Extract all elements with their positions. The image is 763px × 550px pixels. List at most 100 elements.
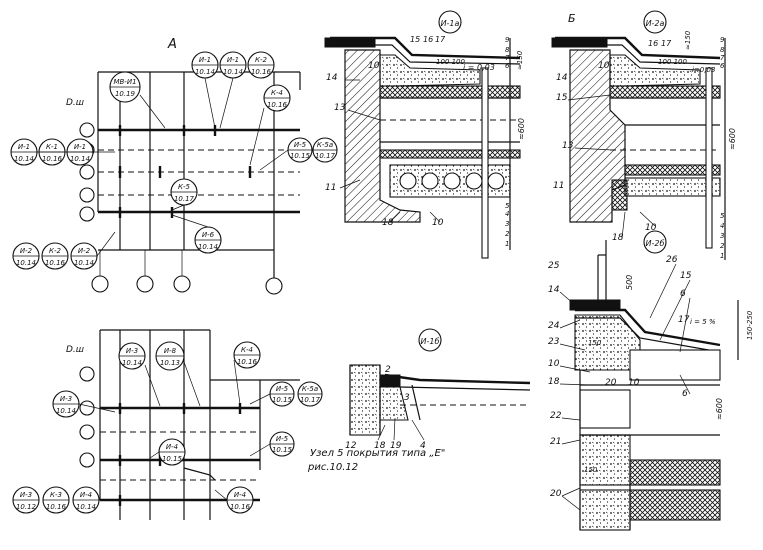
svg-text:10: 10: [645, 223, 657, 233]
svg-text:20: 20: [605, 378, 617, 388]
svg-text:К-2: К-2: [255, 56, 267, 64]
svg-text:9: 9: [720, 36, 725, 44]
svg-text:К-3: К-3: [50, 491, 62, 499]
svg-text:10.14: 10.14: [14, 155, 34, 163]
svg-text:17: 17: [678, 315, 690, 325]
svg-text:3: 3: [505, 220, 509, 228]
svg-text:100 100: 100 100: [436, 58, 465, 66]
svg-text:150: 150: [584, 466, 598, 474]
plan-b-callout-10: К-3 10.16: [42, 486, 70, 514]
svg-text:1: 1: [505, 240, 509, 248]
svg-text:2: 2: [720, 242, 725, 250]
svg-text:11: 11: [325, 183, 336, 193]
svg-text:i = 5 %: i = 5 %: [690, 318, 716, 326]
svg-text:i=0,03: i=0,03: [692, 66, 715, 74]
svg-text:18: 18: [548, 377, 560, 387]
svg-text:25: 25: [548, 261, 560, 271]
svg-text:К-1: К-1: [46, 143, 58, 151]
plan-b-callout-6: К-5а 10.17: [297, 381, 323, 407]
plan-b: D.ш И-3 10.14 И-8 10.13 К-4 10.16 И-3: [12, 329, 445, 520]
svg-text:2: 2: [385, 365, 391, 375]
svg-text:13: 13: [334, 103, 346, 113]
plan-a-callout-6: И-1 10.14: [10, 138, 38, 166]
plan-b-callout-2: И-8 10.13: [155, 341, 185, 371]
svg-text:И-8: И-8: [164, 347, 177, 355]
svg-text:И-3: И-3: [20, 491, 32, 499]
svg-text:3: 3: [720, 232, 724, 240]
section-tag-i1a: И-1а: [441, 19, 460, 28]
svg-text:10.14: 10.14: [122, 359, 142, 367]
svg-text:И-2: И-2: [78, 247, 91, 255]
svg-text:И-4: И-4: [80, 491, 92, 499]
svg-text:И-1: И-1: [199, 56, 211, 64]
svg-text:6: 6: [505, 62, 510, 70]
plan-b-callout-12: И-4 10.16: [226, 486, 254, 514]
svg-text:10.17: 10.17: [300, 396, 321, 404]
svg-text:И-5: И-5: [276, 385, 289, 393]
svg-text:10.16: 10.16: [230, 503, 251, 511]
plan-a-callout-14: К-2 10.16: [41, 242, 69, 270]
svg-text:10.16: 10.16: [251, 68, 272, 76]
plan-a-callout-4: К-2 10.16: [247, 51, 275, 79]
plan-b-callout-9: И-3 10.12: [12, 486, 40, 514]
svg-text:26: 26: [666, 255, 678, 265]
plan-b-callout-5: И-5 10.15: [269, 381, 295, 407]
svg-text:100 100: 100 100: [658, 58, 687, 66]
svg-text:К-5а: К-5а: [317, 141, 333, 149]
plan-a: А D.ш МВ-И1 10.19 И-1 10.14: [10, 37, 338, 295]
svg-text:8: 8: [720, 46, 725, 54]
svg-text:6: 6: [720, 62, 725, 70]
section-i1a: И-1а 9 8 7 6 5 4 3 2 1 14 10 15 16 17 13…: [324, 10, 526, 259]
plan-a-callout-1: МВ-И1 10.19: [109, 71, 141, 103]
svg-text:19: 19: [390, 441, 402, 451]
svg-text:И-3: И-3: [126, 347, 138, 355]
plan-a-callout-13: И-2 10.14: [12, 242, 40, 270]
svg-text:23: 23: [548, 337, 560, 347]
svg-text:10.14: 10.14: [76, 503, 96, 511]
svg-text:500: 500: [625, 275, 634, 290]
svg-text:15: 15: [556, 93, 568, 103]
svg-text:24: 24: [548, 321, 560, 331]
svg-text:И-3: И-3: [60, 395, 72, 403]
plan-b-dsh-label: D.ш: [66, 345, 84, 355]
plan-b-callout-1: И-3 10.14: [118, 342, 146, 370]
svg-text:К-5а: К-5а: [302, 385, 318, 393]
svg-text:10.14: 10.14: [56, 407, 76, 415]
plan-b-callout-11: И-4 10.14: [72, 486, 100, 514]
svg-text:22: 22: [550, 411, 562, 421]
svg-text:13: 13: [562, 141, 574, 151]
svg-text:10: 10: [628, 378, 640, 388]
caption-line-2: рис.10.12: [307, 462, 358, 473]
svg-text:Б: Б: [568, 12, 576, 25]
svg-text:10.17: 10.17: [174, 195, 195, 203]
svg-text:10.19: 10.19: [115, 90, 136, 98]
svg-text:10.16: 10.16: [267, 101, 288, 109]
svg-text:14: 14: [556, 73, 568, 83]
svg-text:И-6: И-6: [202, 231, 215, 239]
svg-text:И-1: И-1: [74, 143, 86, 151]
plan-a-callout-10: К-5а 10.17: [312, 137, 338, 163]
svg-text:18: 18: [382, 218, 394, 228]
svg-text:10.15: 10.15: [272, 446, 293, 454]
svg-text:10.14: 10.14: [223, 68, 243, 76]
svg-text:10: 10: [548, 359, 560, 369]
svg-text:7: 7: [720, 54, 725, 62]
svg-text:И-1: И-1: [227, 56, 239, 64]
svg-text:2: 2: [505, 230, 510, 238]
svg-text:10.16: 10.16: [237, 358, 258, 366]
section-tag-i2a: И-2а: [646, 19, 665, 28]
svg-text:20: 20: [550, 489, 562, 499]
svg-text:10.14: 10.14: [16, 259, 36, 267]
plan-a-title: А: [167, 37, 177, 52]
svg-text:150: 150: [588, 339, 602, 347]
plan-a-dsh-label: D.ш: [66, 98, 84, 108]
svg-text:10: 10: [432, 218, 444, 228]
svg-text:9: 9: [505, 36, 510, 44]
svg-text:10.15: 10.15: [162, 455, 183, 463]
svg-text:≈600: ≈600: [728, 128, 737, 150]
svg-text:И-4: И-4: [166, 443, 178, 451]
plan-b-callout-7: И-4 10.15: [158, 438, 186, 466]
svg-text:И-5: И-5: [276, 435, 289, 443]
svg-text:15: 15: [680, 271, 692, 281]
